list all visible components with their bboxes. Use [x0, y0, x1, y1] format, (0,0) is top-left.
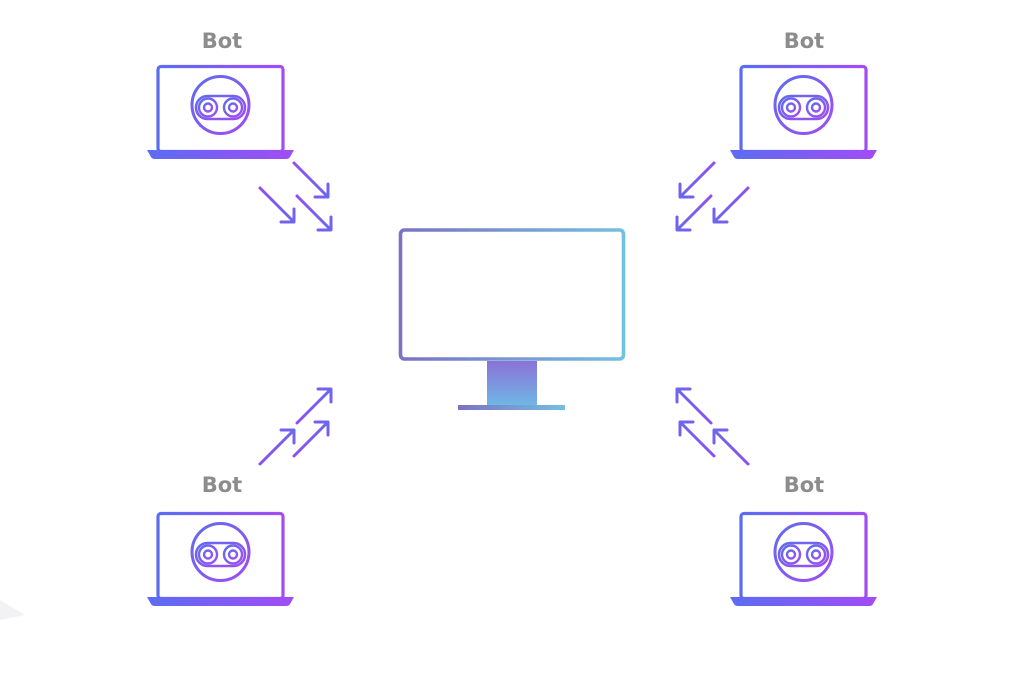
arrows-top-left [258, 161, 333, 232]
arrows-top-right [675, 161, 750, 232]
bot-label-top-left: Bot [201, 29, 243, 53]
arrows-bottom-left [258, 387, 333, 466]
target-monitor [398, 228, 626, 410]
bot-laptop-top-right [728, 64, 879, 161]
bot-label-bottom-left: Bot [201, 473, 243, 497]
bot-laptop-bottom-right [728, 511, 879, 608]
bot-laptop-top-left [145, 64, 296, 161]
bot-label-bottom-right: Bot [783, 473, 825, 497]
arrows-bottom-right [675, 387, 750, 466]
bot-label-top-right: Bot [783, 29, 825, 53]
bot-laptop-bottom-left [145, 511, 296, 608]
